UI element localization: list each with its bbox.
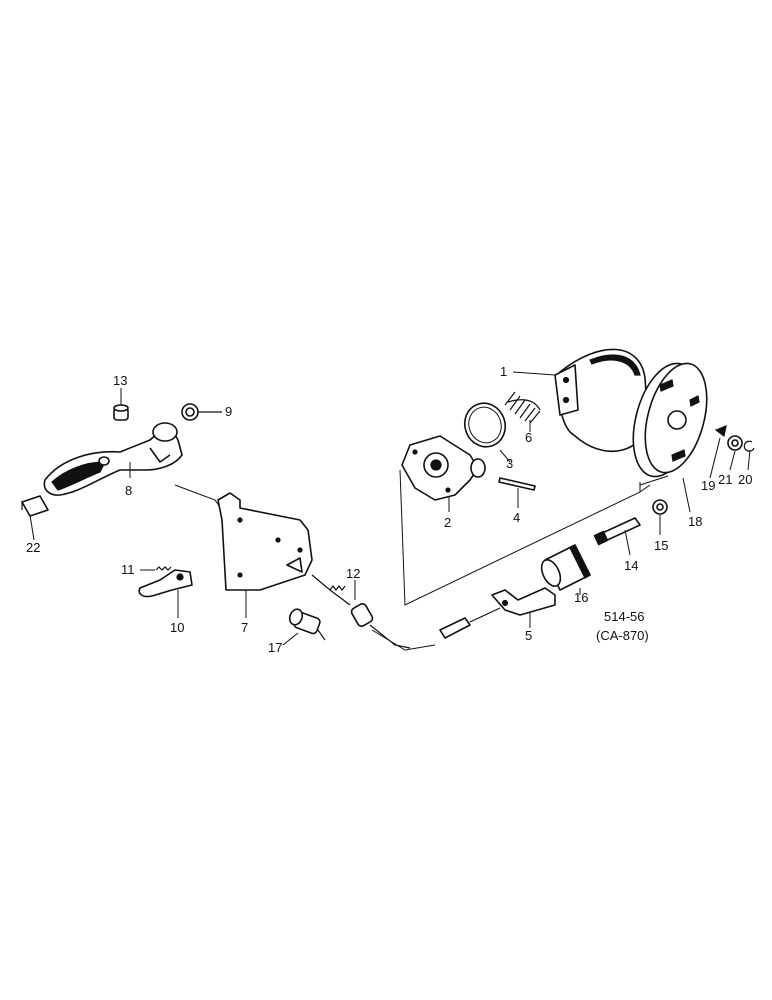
callout-9: 9 [225,404,232,419]
callout-1: 1 [500,364,507,379]
callout-17: 17 [268,640,282,655]
part-21-nut [727,435,743,451]
callout-3: 3 [506,456,513,471]
callout-20: 20 [738,472,752,487]
part-17-switch [288,608,326,641]
reference-code: 514-56 (CA-870) [596,609,649,643]
callout-10: 10 [170,620,184,635]
callout-22: 22 [26,540,40,555]
part-11-spring [155,566,172,571]
callout-13: 13 [113,373,127,388]
callout-18: 18 [688,514,702,529]
callout-5: 5 [525,628,532,643]
part-14-rod [593,517,641,546]
callout-16: 16 [574,590,588,605]
part-2-housing [401,435,486,501]
part-19-key [714,425,727,438]
reference-line-1: 514-56 [604,609,644,624]
part-13-bushing [113,404,129,421]
callout-12: 12 [346,566,360,581]
callout-leaders [29,371,751,646]
part-8-pedal [43,422,183,496]
part-3-o-ring [463,402,507,448]
part-1-brake-band [554,348,649,453]
part-6-spring [504,391,541,424]
callout-21: 21 [718,472,732,487]
callout-2: 2 [444,515,451,530]
part-16-cylinder [540,544,591,591]
part-9-ring [181,403,222,421]
callout-8: 8 [125,483,132,498]
part-18-brake-drum [632,362,708,478]
part-5-bracket [491,587,556,616]
part-22-pad [21,495,49,517]
callout-4: 4 [513,510,520,525]
callout-11: 11 [121,562,135,577]
part-12-cable [311,574,501,649]
part-20-clip [743,440,755,452]
reference-line-2: (CA-870) [596,628,649,643]
callout-6: 6 [525,430,532,445]
part-7-bracket [217,492,313,591]
part-4-pin [498,477,536,491]
callout-7: 7 [241,620,248,635]
callout-14: 14 [624,558,638,573]
part-15-washer [652,499,668,515]
callout-19: 19 [701,478,715,493]
callout-labels: 1 2 3 4 5 6 7 8 9 10 11 12 13 14 15 16 1… [26,364,752,655]
callout-15: 15 [654,538,668,553]
part-10-clip [138,569,193,598]
